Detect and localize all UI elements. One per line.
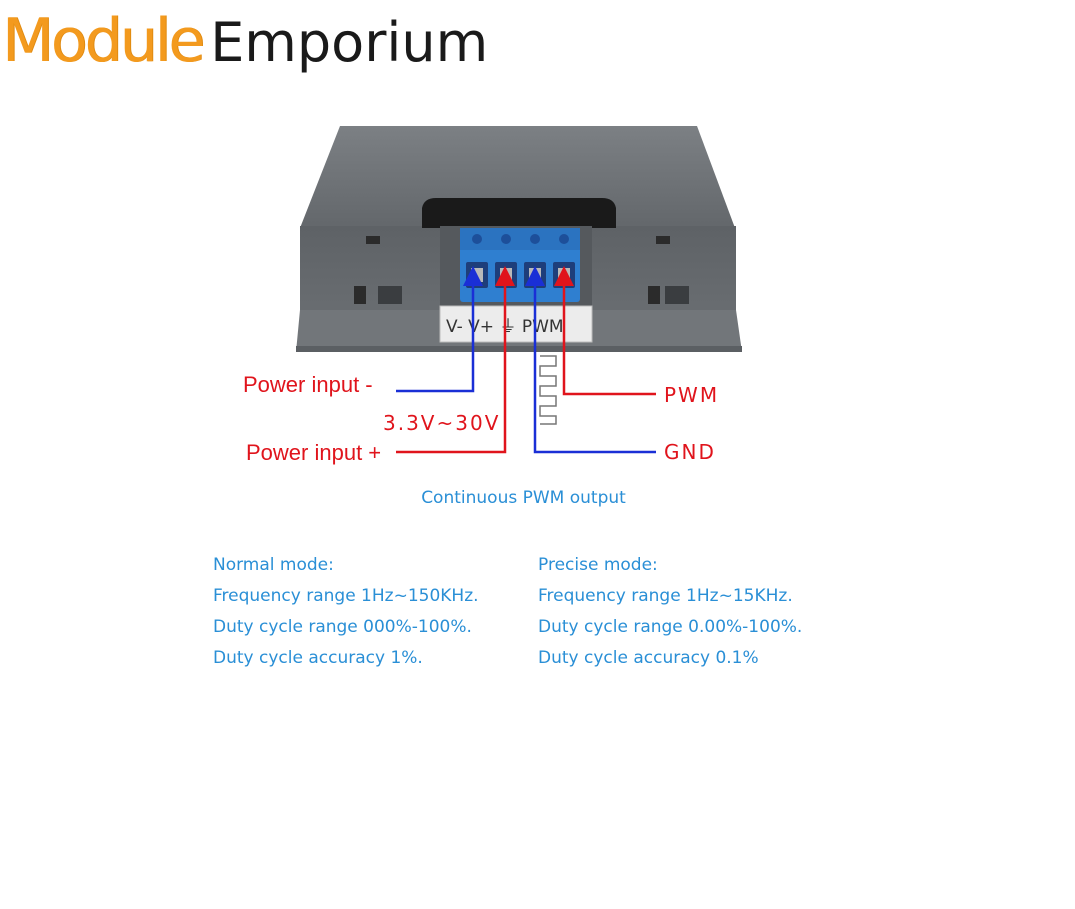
logo: Module Emporium — [2, 6, 488, 76]
wire-pwm — [554, 266, 656, 396]
label-gnd: GND — [664, 440, 716, 464]
logo-module-text: Module — [2, 6, 205, 76]
terminal-block — [460, 228, 580, 302]
normal-mode-line: Duty cycle accuracy 1%. — [213, 648, 423, 668]
label-voltage: 3.3V~30V — [383, 411, 500, 435]
precise-mode-line: Duty cycle range 0.00%-100%. — [538, 617, 803, 637]
precise-mode-specs: Precise mode: Frequency range 1Hz~15KHz.… — [538, 550, 802, 674]
precise-mode-line: Frequency range 1Hz~15KHz. — [538, 586, 793, 606]
label-power-minus: Power input - — [243, 372, 373, 397]
normal-mode-specs: Normal mode: Frequency range 1Hz~150KHz.… — [213, 550, 479, 674]
caption: Continuous PWM output — [421, 488, 626, 508]
terminal-label-plate: V- V+ ⏚ PWM — [439, 305, 593, 343]
normal-mode-title: Normal mode: — [213, 555, 334, 575]
precise-mode-line: Duty cycle accuracy 0.1% — [538, 648, 759, 668]
normal-mode-line: Frequency range 1Hz~150KHz. — [213, 586, 479, 606]
logo-emporium-text: Emporium — [210, 11, 489, 74]
wire-power-plus — [396, 266, 515, 454]
precise-mode-title: Precise mode: — [538, 555, 658, 575]
normal-mode-line: Duty cycle range 000%-100%. — [213, 617, 472, 637]
wire-gnd — [525, 266, 656, 454]
pwm-waveform-icon — [539, 355, 557, 425]
wires — [396, 266, 656, 454]
label-pwm: PWM — [664, 383, 719, 407]
wire-power-minus — [396, 266, 483, 393]
label-power-plus: Power input + — [246, 440, 381, 465]
